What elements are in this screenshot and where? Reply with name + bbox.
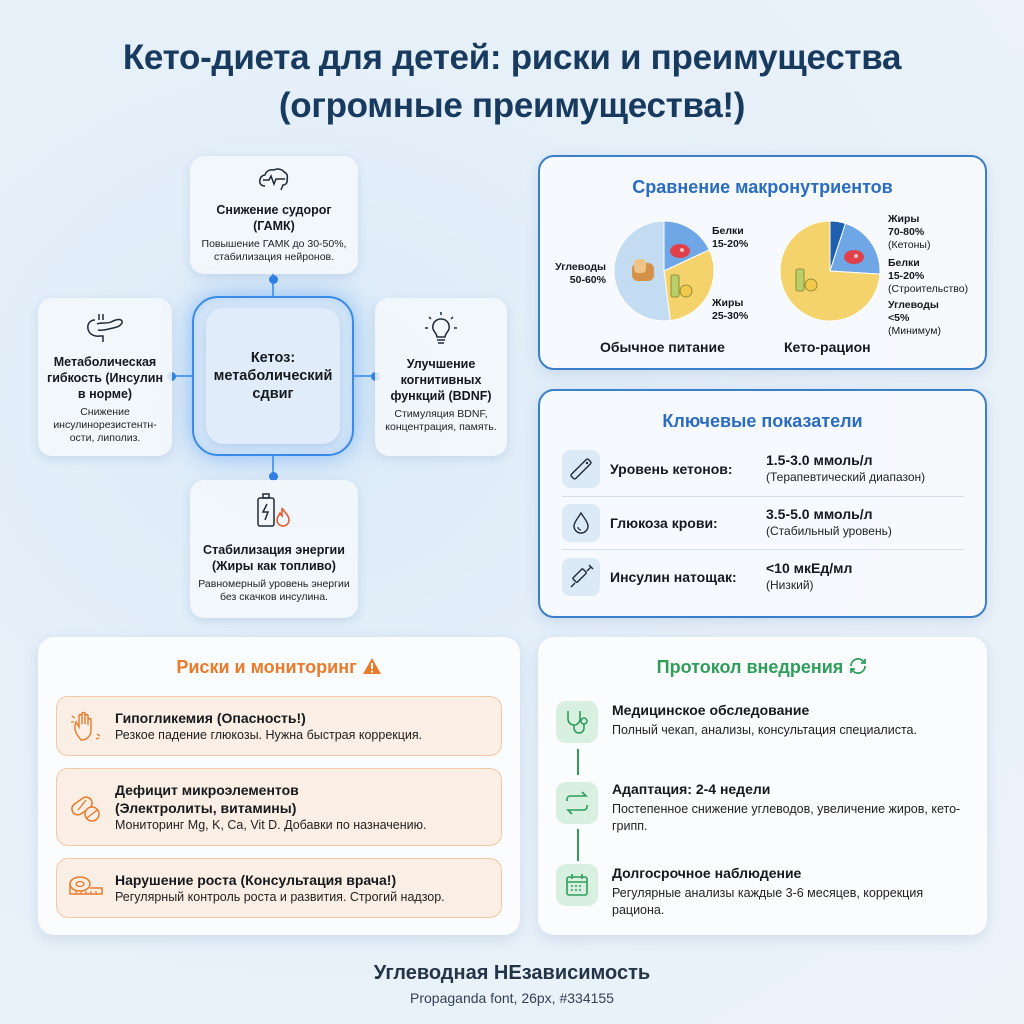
brain-pulse-icon [259, 168, 289, 191]
risk-item-hypoglycemia: Гипогликемия (Опасность!) Резкое падение… [56, 696, 502, 756]
risk-title: Дефицит микроэлементов [115, 781, 299, 798]
divider [562, 549, 964, 550]
refresh-icon [850, 658, 867, 674]
benefit-title: Снижение судорог (ГАМК) [216, 203, 332, 233]
timeline-connector [577, 829, 579, 861]
macros-title: Сравнение макронутриентов [632, 177, 893, 197]
battery-flame-icon [257, 493, 290, 527]
meat-icon [844, 250, 864, 264]
risks-title: Риски и мониторинг [38, 657, 520, 678]
connector-top [272, 272, 274, 298]
normal-fats-label: Жиры 25-30% [712, 297, 749, 322]
divider [562, 496, 964, 497]
footer-subtitle: Propaganda font, 26px, #334155 [410, 990, 614, 1006]
step-text: Постепенное снижение углеводов, увеличен… [612, 802, 961, 833]
step-text: Регулярные анализы каждые 3-6 месяцев, к… [612, 886, 924, 917]
connector-right [354, 375, 376, 377]
benefit-text: Снижение инсулинорезистентн-ости, липоли… [53, 406, 157, 444]
protocol-step-examination: Медицинское обследование Полный чекап, а… [556, 701, 972, 743]
calendar-icon [566, 874, 588, 896]
drop-icon [573, 511, 589, 534]
keto-diet-caption: Кето-рацион [784, 339, 871, 355]
benefit-text: Повышение ГАМК до 30-50%, стабилизация н… [201, 238, 347, 263]
protocol-title: Протокол внедрения [538, 657, 987, 678]
warning-icon [362, 658, 381, 674]
protocol-card: Протокол внедрения Медицинское обследова… [538, 637, 987, 935]
oil-bottle-icon [795, 268, 818, 292]
protocol-step-adaptation: Адаптация: 2-4 недели Постепенное снижен… [556, 780, 972, 835]
keto-diet-pie-chart [779, 220, 881, 322]
metric-row-glucose: Глюкоза крови: 3.5-5.0 ммоль/л (Стабильн… [562, 497, 964, 549]
page-title: Кето-диета для детей: риски и преимущест… [0, 34, 1024, 130]
normal-diet-pie-chart [613, 220, 715, 322]
ketosis-center: Кетоз: метаболический сдвиг [206, 308, 340, 444]
metric-row-insulin: Инсулин натощак: <10 мкЕд/мл (Низкий) [562, 551, 964, 603]
keto-carbs-label: Углеводы <5% (Минимум) [888, 299, 941, 337]
risk-text: Регулярный контроль роста и развития. Ст… [115, 889, 445, 904]
footer-title: Углеводная НЕзависимость [373, 962, 651, 984]
shaking-hand-icon [71, 711, 101, 741]
connector-bottom [272, 456, 274, 480]
metrics-title: Ключевые показатели [662, 411, 863, 431]
metric-row-ketones: Уровень кетонов: 1.5-3.0 ммоль/л (Терапе… [562, 443, 964, 495]
connector-left [172, 375, 194, 377]
step-text: Полный чекап, анализы, консультация спец… [612, 723, 917, 737]
risk-title: Гипогликемия (Опасность!) [115, 709, 306, 726]
ketosis-center-label: Кетоз: метаболический сдвиг [213, 350, 333, 402]
benefit-metabolic-flexibility: Метаболическая гибкость (Инсулин в норме… [38, 298, 172, 456]
benefit-text: Равномерный уровень энергии без скачков … [198, 578, 350, 603]
keto-fats-label: Жиры 70-80% (Кетоны) [888, 213, 931, 251]
bread-icon [632, 259, 654, 281]
oil-bottle-icon [670, 274, 693, 298]
title-line-2: (огромные преимущества!) [278, 86, 746, 125]
step-title: Адаптация: 2-4 недели [612, 781, 771, 797]
timeline-connector [577, 749, 579, 775]
protocol-step-long-term-monitoring: Долгосрочное наблюдение Регулярные анали… [556, 864, 972, 919]
step-title: Долгосрочное наблюдение [612, 865, 802, 881]
step-title: Медицинское обследование [612, 702, 810, 718]
benefit-title: Стабилизация энергии (Жиры как топливо) [203, 543, 345, 573]
measuring-tape-icon [69, 876, 103, 895]
test-strip-icon [570, 458, 592, 480]
syringe-icon [570, 564, 594, 588]
risk-title: Нарушение роста (Консультация врача!) [115, 871, 397, 888]
lightbulb-icon [425, 312, 457, 344]
benefit-energy-stabilization: Стабилизация энергии (Жиры как топливо) … [190, 480, 358, 618]
connector-dot-bottom [269, 472, 278, 481]
title-line-1: Кето-диета для детей: риски и преимущест… [122, 38, 902, 77]
normal-carbs-label: Углеводы 50-60% [555, 261, 606, 286]
keto-protein-label: Белки 15-20% (Строительство) [888, 257, 969, 295]
risks-card: Риски и мониторинг Гипогликемия (Опаснос… [38, 637, 520, 935]
risk-item-growth-disorder: Нарушение роста (Консультация врача!) Ре… [56, 858, 502, 918]
risk-text: Мониторинг Mg, K, Ca, Vit D. Добавки по … [115, 817, 427, 832]
benefit-title: Метаболическая гибкость (Инсулин в норме… [46, 355, 163, 401]
stethoscope-icon [567, 711, 588, 734]
connector-dot-top [269, 275, 278, 284]
meat-icon [670, 244, 690, 258]
metrics-card: Ключевые показатели Уровень кетонов: 1.5… [538, 389, 987, 618]
ketosis-center-frame [192, 296, 354, 456]
risk-item-micronutrient-deficiency: Дефицит микроэлементов (Электролиты, вит… [56, 768, 502, 846]
normal-diet-caption: Обычное питание [600, 339, 725, 355]
benefit-seizure-reduction: Снижение судорог (ГАМК) Повышение ГАМК д… [190, 156, 358, 274]
benefit-title: Улучшение когнитивных функций (BDNF) [390, 357, 492, 403]
pills-icon [71, 796, 100, 822]
risk-text: Резкое падение глюкозы. Нужна быстрая ко… [115, 727, 423, 742]
benefit-cognitive-function: Улучшение когнитивных функций (BDNF) Сти… [375, 298, 507, 456]
risk-title-sub: (Электролиты, витамины) [115, 799, 297, 816]
benefit-text: Стимуляция BDNF, концентрация, память. [385, 408, 497, 433]
pancreas-icon [87, 314, 123, 342]
cycle-arrows-icon [566, 791, 588, 815]
normal-protein-label: Белки 15-20% [712, 225, 749, 250]
macros-card: Сравнение макронутриентов Углеводы 50-60… [538, 155, 987, 370]
